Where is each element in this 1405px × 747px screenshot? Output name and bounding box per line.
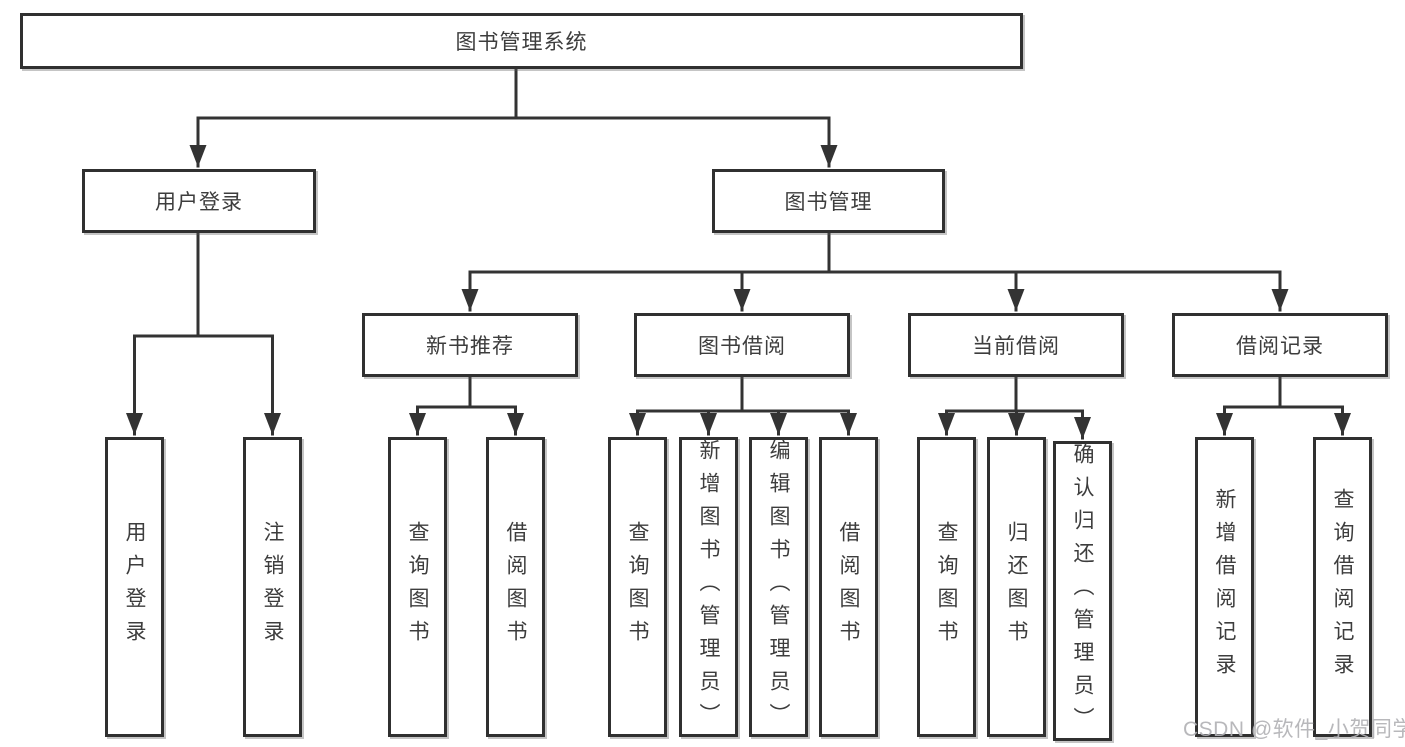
leaf-borrow-books-borrowing: 借阅图书	[819, 437, 878, 737]
node-library-system: 图书管理系统	[20, 13, 1023, 69]
leaf-query-borrow-record-label: 查询借阅记录	[1331, 488, 1354, 686]
leaf-add-borrow-record: 新增借阅记录	[1195, 437, 1254, 737]
node-borrowing-records: 借阅记录	[1172, 313, 1388, 377]
node-new-book-recommendation: 新书推荐	[362, 313, 578, 377]
leaf-borrow-books-recommend-label: 借阅图书	[504, 521, 527, 653]
csdn-watermark: CSDN @软件_小贺同学	[1183, 718, 1405, 741]
leaf-confirm-return-admin-label: 确认归还（管理员）	[1071, 442, 1094, 740]
leaf-query-books-borrowing: 查询图书	[608, 437, 667, 737]
node-book-borrowing: 图书借阅	[634, 313, 850, 377]
leaf-query-books-current-label: 查询图书	[935, 521, 958, 653]
leaf-borrow-books-recommend: 借阅图书	[486, 437, 545, 737]
leaf-add-books-admin: 新增图书（管理员）	[679, 437, 738, 737]
leaf-query-books-borrowing-label: 查询图书	[626, 521, 649, 653]
leaf-return-books-label: 归还图书	[1005, 521, 1028, 653]
leaf-query-books-recommend-label: 查询图书	[406, 521, 429, 653]
leaf-return-books: 归还图书	[987, 437, 1046, 737]
leaf-logout-label: 注销登录	[261, 521, 284, 653]
leaf-query-books-recommend: 查询图书	[388, 437, 447, 737]
leaf-borrow-books-borrowing-label: 借阅图书	[837, 521, 860, 653]
leaf-query-borrow-record: 查询借阅记录	[1313, 437, 1372, 737]
leaf-user-login: 用户登录	[105, 437, 164, 737]
leaf-logout: 注销登录	[243, 437, 302, 737]
node-book-management: 图书管理	[712, 169, 945, 233]
leaf-confirm-return-admin: 确认归还（管理员）	[1053, 441, 1112, 741]
node-user-login: 用户登录	[82, 169, 316, 233]
leaf-edit-books-admin-label: 编辑图书（管理员）	[767, 438, 790, 736]
leaf-query-books-current: 查询图书	[917, 437, 976, 737]
leaf-add-books-admin-label: 新增图书（管理员）	[697, 438, 720, 736]
leaf-user-login-label: 用户登录	[123, 521, 146, 653]
leaf-add-borrow-record-label: 新增借阅记录	[1213, 488, 1236, 686]
leaf-edit-books-admin: 编辑图书（管理员）	[749, 437, 808, 737]
node-current-borrowing: 当前借阅	[908, 313, 1124, 377]
